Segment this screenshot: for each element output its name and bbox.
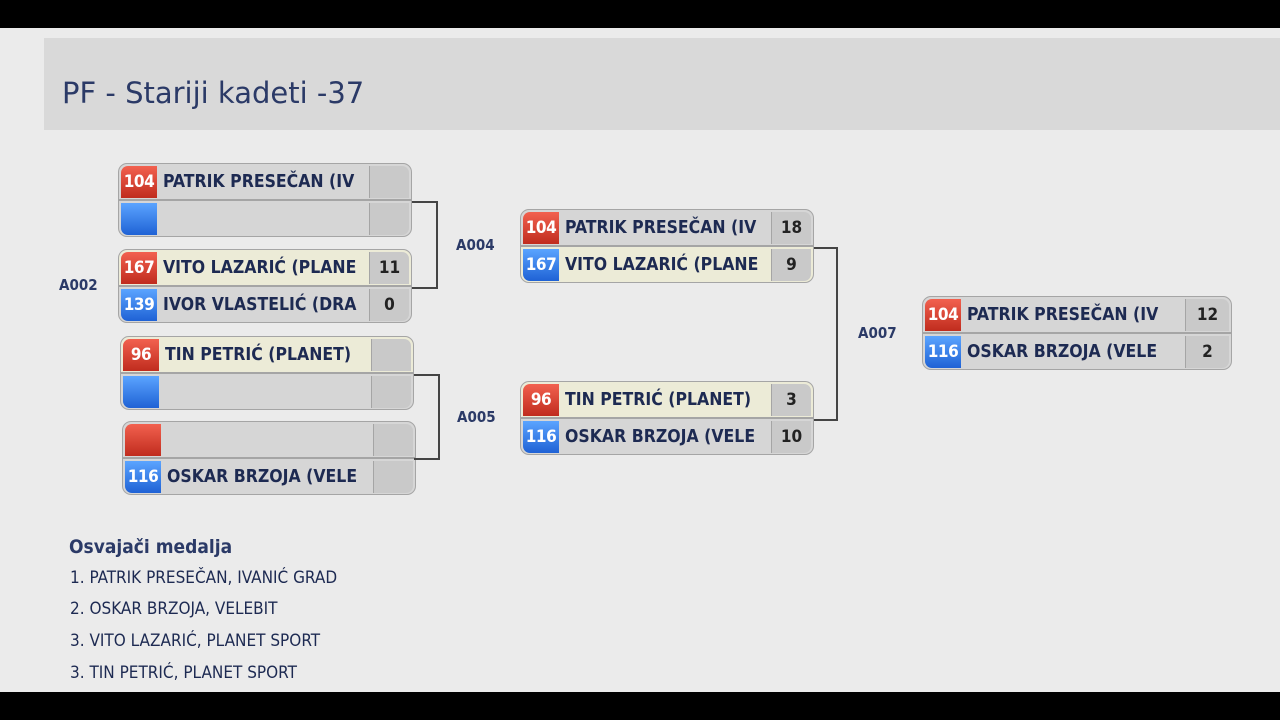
competitor-row[interactable]: 139 IVOR VLASTELIĆ (DRA 0 (118, 286, 412, 323)
competitor-name: TIN PETRIĆ (PLANET) (565, 390, 752, 410)
match-card-a007[interactable]: 104 PATRIK PRESEČAN (IV 12 116 OSKAR BRZ… (922, 296, 1232, 376)
competitor-row[interactable] (118, 200, 412, 237)
competitor-name (167, 422, 367, 459)
score-box: 18 (771, 212, 811, 244)
seed-number: 167 (523, 249, 559, 281)
seed-number: 116 (523, 421, 559, 453)
competitor-row[interactable]: 104 PATRIK PRESEČAN (IV 18 (520, 209, 814, 246)
competitor-name: TIN PETRIĆ (PLANET) (165, 345, 352, 365)
bracket-connector (412, 201, 437, 203)
seed-number: 139 (121, 289, 157, 321)
score-box: 3 (771, 384, 811, 416)
medal-item: 2. OSKAR BRZOJA, VELEBIT (70, 599, 278, 619)
page-title: PF - Stariji kadeti -37 (62, 76, 365, 110)
seed-number: 116 (925, 336, 961, 368)
competitor-name (165, 374, 365, 411)
score-box (373, 461, 413, 493)
competitor-name: OSKAR BRZOJA (VELE (967, 342, 1158, 362)
medal-item: 3. VITO LAZARIĆ, PLANET SPORT (70, 631, 321, 651)
competitor-name: PATRIK PRESEČAN (IV (163, 172, 355, 192)
seed-number: 116 (125, 461, 161, 493)
competitor-row[interactable]: 116 OSKAR BRZOJA (VELE 10 (520, 418, 814, 455)
competitor-row[interactable]: 104 PATRIK PRESEČAN (IV 12 (922, 296, 1232, 333)
seed-number: 104 (523, 212, 559, 244)
bracket-connector (438, 374, 440, 460)
bracket-screen: PF - Stariji kadeti -37 104 PATRIK PRESE… (0, 28, 1280, 692)
match-card-a005[interactable]: 96 TIN PETRIĆ (PLANET) 3 116 OSKAR BRZOJ… (520, 381, 814, 461)
bracket-connector (412, 287, 437, 289)
seed-number: 167 (121, 252, 157, 284)
competitor-row[interactable] (122, 421, 416, 458)
bracket-connector (436, 201, 438, 289)
medals-heading: Osvajači medalja (69, 536, 233, 558)
competitor-name: VITO LAZARIĆ (PLANE (163, 258, 357, 278)
competitor-row[interactable] (120, 373, 414, 410)
score-box: 12 (1185, 299, 1229, 331)
competitor-name: PATRIK PRESEČAN (IV (967, 305, 1159, 325)
match-card-r1-2[interactable]: 167 VITO LAZARIĆ (PLANE 11 139 IVOR VLAS… (118, 249, 412, 329)
competitor-row[interactable]: 104 PATRIK PRESEČAN (IV (118, 163, 412, 200)
score-box: 2 (1185, 336, 1229, 368)
bracket-connector (814, 247, 837, 249)
competitor-name: IVOR VLASTELIĆ (DRA (163, 295, 357, 315)
score-box (373, 424, 413, 456)
competitor-row[interactable]: 116 OSKAR BRZOJA (VELE (122, 458, 416, 495)
score-box: 11 (369, 252, 409, 284)
score-box: 10 (771, 421, 811, 453)
seed-number (125, 424, 161, 456)
bracket-connector (814, 419, 837, 421)
score-box: 0 (369, 289, 409, 321)
competitor-name: OSKAR BRZOJA (VELE (565, 427, 756, 447)
competitor-row[interactable]: 96 TIN PETRIĆ (PLANET) 3 (520, 381, 814, 418)
match-label: A005 (457, 408, 496, 426)
score-box (369, 166, 409, 198)
seed-number (123, 376, 159, 408)
competitor-name: OSKAR BRZOJA (VELE (167, 467, 358, 487)
match-card-r1-1[interactable]: 104 PATRIK PRESEČAN (IV (118, 163, 412, 243)
match-card-r1-4[interactable]: 116 OSKAR BRZOJA (VELE (122, 421, 416, 501)
match-label: A002 (59, 276, 98, 294)
competitor-row[interactable]: 96 TIN PETRIĆ (PLANET) (120, 336, 414, 373)
seed-number: 104 (925, 299, 961, 331)
competitor-row[interactable]: 167 VITO LAZARIĆ (PLANE 11 (118, 249, 412, 286)
seed-number: 96 (123, 339, 159, 371)
bracket-connector (836, 247, 838, 421)
competitor-name (163, 201, 363, 238)
competitor-row[interactable]: 116 OSKAR BRZOJA (VELE 2 (922, 333, 1232, 370)
medal-item: 3. TIN PETRIĆ, PLANET SPORT (70, 663, 297, 683)
score-box (371, 376, 411, 408)
seed-number: 96 (523, 384, 559, 416)
competitor-row[interactable]: 167 VITO LAZARIĆ (PLANE 9 (520, 246, 814, 283)
competitor-name: PATRIK PRESEČAN (IV (565, 218, 757, 238)
score-box (369, 203, 409, 235)
medal-item: 1. PATRIK PRESEČAN, IVANIĆ GRAD (70, 568, 338, 588)
match-card-r1-3[interactable]: 96 TIN PETRIĆ (PLANET) (120, 336, 414, 416)
score-box: 9 (771, 249, 811, 281)
header-bar: PF - Stariji kadeti -37 (44, 38, 1280, 130)
match-label: A004 (456, 236, 495, 254)
match-card-a004[interactable]: 104 PATRIK PRESEČAN (IV 18 167 VITO LAZA… (520, 209, 814, 289)
seed-number (121, 203, 157, 235)
seed-number: 104 (121, 166, 157, 198)
score-box (371, 339, 411, 371)
match-label: A007 (858, 324, 897, 342)
bracket-connector (414, 458, 439, 460)
competitor-name: VITO LAZARIĆ (PLANE (565, 255, 759, 275)
bracket-connector (414, 374, 439, 376)
